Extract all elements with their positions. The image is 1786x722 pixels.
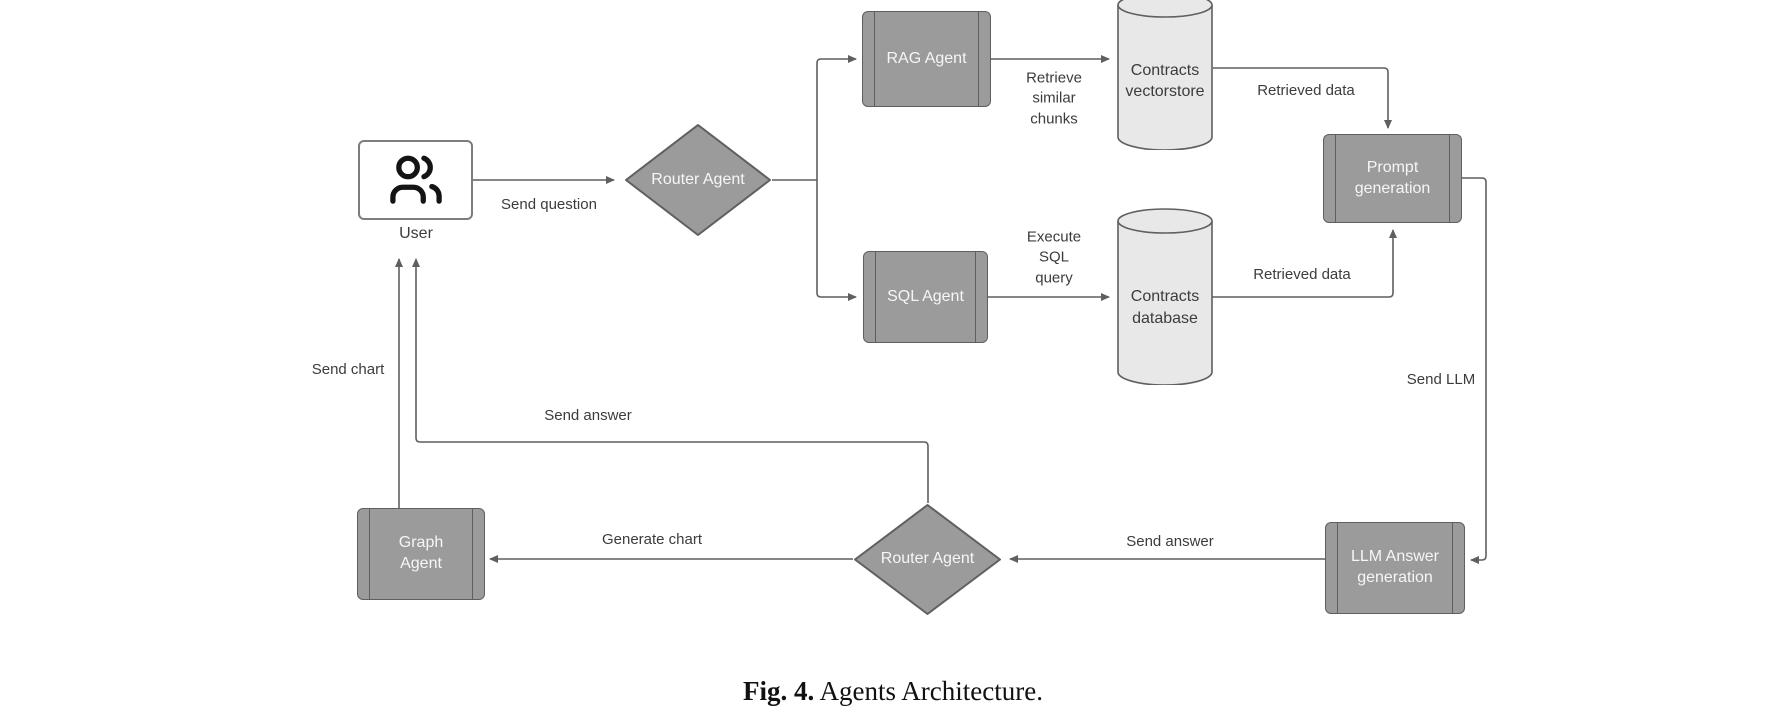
router-agent-bottom-label: Router Agent bbox=[880, 550, 975, 568]
rag-agent-node: RAG Agent bbox=[862, 11, 991, 107]
llm-answer-generation-label: LLM Answer generation bbox=[1350, 548, 1440, 586]
edge-router-to-user bbox=[412, 258, 929, 503]
cylinder-shape bbox=[1117, 208, 1213, 385]
contracts-vectorstore-label: Contracts vectorstore bbox=[1125, 61, 1205, 100]
contracts-database-node: Contracts database bbox=[1117, 208, 1213, 385]
figure-caption-number: Fig. 4. bbox=[743, 676, 815, 706]
execute-sql-query-label: Execute SQL query bbox=[1026, 228, 1082, 287]
router-agent-top-node: Router Agent bbox=[624, 123, 772, 237]
prompt-generation-label: Prompt generation bbox=[1354, 158, 1431, 197]
sql-agent-label: SQL Agent bbox=[887, 287, 964, 305]
send-question-label: Send question bbox=[501, 195, 597, 213]
send-chart-label: Send chart bbox=[311, 360, 385, 378]
router-agent-top-label: Router Agent bbox=[651, 170, 745, 188]
contracts-database-label: Contracts database bbox=[1130, 288, 1200, 327]
diamond-shape bbox=[625, 124, 771, 236]
graph-agent-node: Graph Agent bbox=[357, 508, 485, 600]
retrieved-data-bottom-label: Retrieved data bbox=[1253, 265, 1351, 283]
prompt-generation-node: Prompt generation bbox=[1323, 134, 1462, 223]
router-agent-bottom-node: Router Agent bbox=[853, 503, 1002, 616]
generate-chart-label: Generate chart bbox=[601, 530, 703, 548]
rag-agent-label: RAG Agent bbox=[886, 49, 967, 67]
contracts-vectorstore-node: Contracts vectorstore bbox=[1117, 0, 1213, 150]
edge-branch-to-rag bbox=[816, 55, 857, 180]
edge-prompt-to-llm bbox=[1462, 177, 1487, 564]
edge-vectorstore-to-prompt bbox=[1213, 67, 1392, 129]
user-node bbox=[358, 140, 473, 220]
diamond-shape bbox=[854, 504, 1001, 615]
edge-database-to-prompt bbox=[1210, 229, 1397, 298]
send-llm-label: Send LLM bbox=[1406, 370, 1476, 388]
send-answer-long-label: Send answer bbox=[544, 406, 632, 424]
user-node-label: User bbox=[399, 225, 433, 242]
sql-agent-node: SQL Agent bbox=[863, 251, 988, 343]
edge-branch-to-sql bbox=[816, 180, 857, 301]
figure-caption-text: Agents Architecture. bbox=[819, 676, 1043, 706]
retrieved-data-top-label: Retrieved data bbox=[1257, 81, 1355, 99]
cylinder-shape bbox=[1117, 0, 1213, 150]
graph-agent-label: Graph Agent bbox=[398, 534, 444, 572]
figure-caption: Fig. 4. Agents Architecture. bbox=[0, 676, 1786, 707]
users-icon bbox=[389, 155, 442, 204]
send-answer-right-label: Send answer bbox=[1126, 532, 1214, 550]
retrieve-similar-chunks-label: Retrieve similar chunks bbox=[1026, 69, 1082, 128]
llm-answer-generation-node: LLM Answer generation bbox=[1325, 522, 1465, 614]
